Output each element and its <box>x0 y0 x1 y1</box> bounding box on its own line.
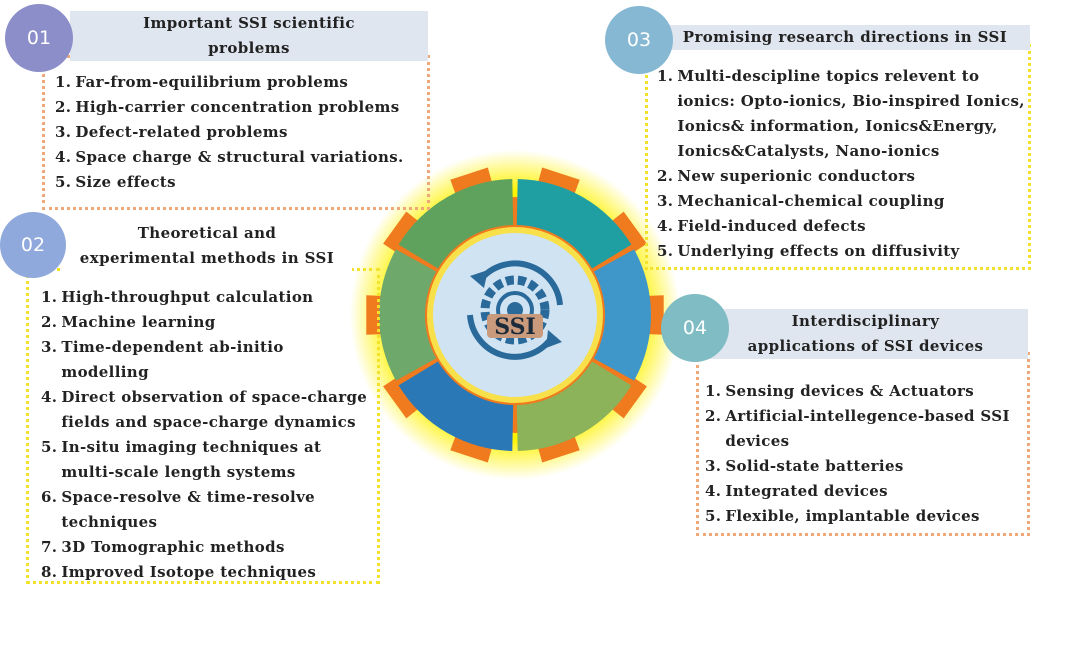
list-item: 1. Sensing devices & Actuators <box>705 379 1010 404</box>
ssi-gear-diagram: SSI <box>350 150 680 480</box>
list-item: 2.New superionic conductors <box>657 164 1025 189</box>
ssi-label-backdrop <box>487 314 543 338</box>
list-item: 2.High-carrier concentration problems <box>55 95 404 120</box>
list-item-text: Defect-related problems <box>75 123 288 141</box>
section-02-number: 02 <box>0 212 66 278</box>
list-item-text: Space charge & structural variations. <box>75 148 404 166</box>
list-item-text: Multi-descipline topics relevent to ioni… <box>677 67 1025 160</box>
list-item: 1.Far-from-equilibrium problems <box>55 70 404 95</box>
list-item-text: Improved Isotope techniques <box>61 563 317 581</box>
section-03-title: Promising research directions in SSI <box>660 25 1030 50</box>
list-item-text: Integrated devices <box>725 482 888 500</box>
list-item-text: Sensing devices & Actuators <box>725 382 975 400</box>
list-item-text: 3D Tomographic methods <box>61 538 285 556</box>
gear-graphic: SSI <box>350 150 680 480</box>
list-item-text: Direct observation of space-charge field… <box>61 388 368 431</box>
list-item-text: Artificial-intellegence-based SSI device… <box>725 407 1010 450</box>
list-item: 8.Improved Isotope techniques <box>41 560 367 585</box>
list-item-text: Underlying effects on diffusivity <box>677 242 960 260</box>
list-item: 3.Time-dependent ab-initio modelling <box>41 335 367 385</box>
gear-segment <box>516 179 632 269</box>
list-item-text: Space-resolve & time-resolve techniques <box>61 488 316 531</box>
section-01-list: 1.Far-from-equilibrium problems 2.High-c… <box>55 70 404 195</box>
section-03-number: 03 <box>605 6 673 74</box>
list-item: 5.Underlying effects on diffusivity <box>657 239 1025 264</box>
list-item: 5.Size effects <box>55 170 404 195</box>
section-01-box: 1.Far-from-equilibrium problems 2.High-c… <box>42 55 430 210</box>
section-04-title: Interdisciplinary applications of SSI de… <box>703 309 1028 359</box>
list-item-text: Field-induced defects <box>677 217 866 235</box>
list-item: 2.Machine learning <box>41 310 367 335</box>
list-item: 1.High-throughput calculation <box>41 285 367 310</box>
list-item: 6.Space-resolve & time-resolve technique… <box>41 485 367 535</box>
gear-segment <box>516 361 632 451</box>
list-item-text: Flexible, implantable devices <box>725 507 980 525</box>
list-item-text: Mechanical-chemical coupling <box>677 192 945 210</box>
list-item-text: High-throughput calculation <box>61 288 314 306</box>
gear-segment <box>398 361 514 451</box>
list-item-text: Solid-state batteries <box>725 457 904 475</box>
list-item-text: Time-dependent ab-initio modelling <box>61 338 284 381</box>
list-item: 4.Direct observation of space-charge fie… <box>41 385 367 435</box>
list-item: 5.Flexible, implantable devices <box>705 504 1010 529</box>
list-item: 5.In-situ imaging techniques at multi-sc… <box>41 435 367 485</box>
section-03-list: 1. Multi-descipline topics relevent to i… <box>657 64 1025 264</box>
section-04-list: 1. Sensing devices & Actuators 2.Artific… <box>705 379 1010 529</box>
ssi-center-label: SSI <box>494 314 536 340</box>
section-01-number: 01 <box>5 4 73 72</box>
list-item: 4.Field-induced defects <box>657 214 1025 239</box>
list-item: 1. Multi-descipline topics relevent to i… <box>657 64 1025 164</box>
section-04-number: 04 <box>661 294 729 362</box>
list-item-text: High-carrier concentration problems <box>75 98 400 116</box>
gear-segment <box>379 249 437 381</box>
section-02-title: Theoretical and experimental methods in … <box>62 221 352 271</box>
list-item: 3.Solid-state batteries <box>705 454 1010 479</box>
list-item-text: Machine learning <box>61 313 216 331</box>
list-item: 3.Defect-related problems <box>55 120 404 145</box>
section-02-box: 1.High-throughput calculation 2.Machine … <box>26 268 380 584</box>
list-item-text: Far-from-equilibrium problems <box>75 73 349 91</box>
section-01-title: Important SSI scientific problems <box>70 11 428 61</box>
section-02-list: 1.High-throughput calculation 2.Machine … <box>41 285 367 585</box>
list-item-text: In-situ imaging techniques at multi-scal… <box>61 438 322 481</box>
list-item-text: Size effects <box>75 173 176 191</box>
list-item: 7.3D Tomographic methods <box>41 535 367 560</box>
gear-segment <box>398 179 514 269</box>
list-item: 2.Artificial-intellegence-based SSI devi… <box>705 404 1010 454</box>
section-03-box: 1. Multi-descipline topics relevent to i… <box>645 44 1031 270</box>
list-item: 3.Mechanical-chemical coupling <box>657 189 1025 214</box>
list-item: 4.Integrated devices <box>705 479 1010 504</box>
list-item: 4.Space charge & structural variations. <box>55 145 404 170</box>
list-item-text: New superionic conductors <box>677 167 916 185</box>
section-04-box: 1. Sensing devices & Actuators 2.Artific… <box>696 352 1030 536</box>
gear-segment <box>593 249 651 381</box>
